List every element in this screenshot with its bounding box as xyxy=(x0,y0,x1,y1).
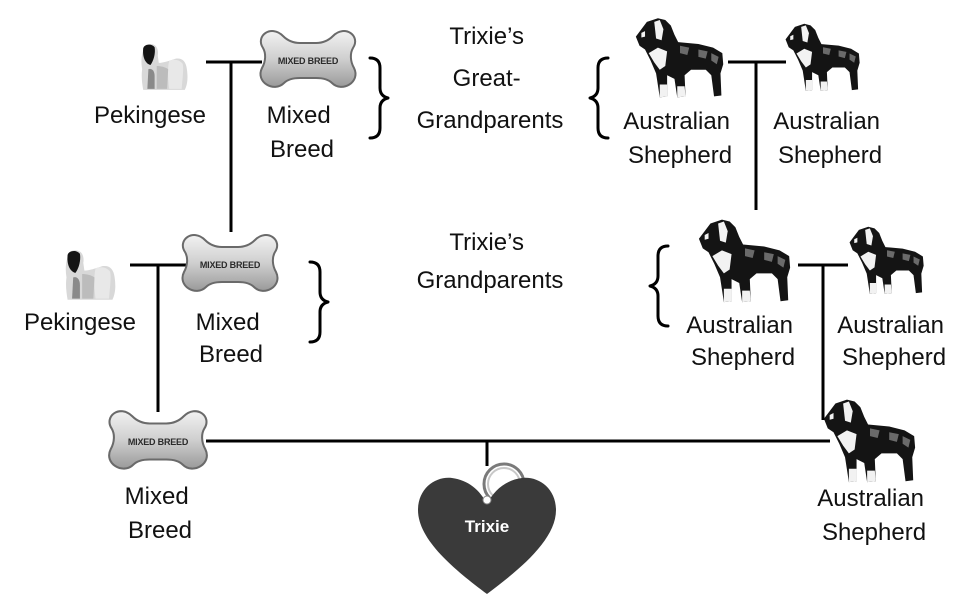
ggp-aussie-2: Australian Shepherd xyxy=(773,23,886,169)
parent-aussie-label-line2: Shepherd xyxy=(822,519,926,546)
ggp-aussie-2-label-line2: Shepherd xyxy=(778,142,882,169)
heart-tag-icon xyxy=(418,477,556,594)
brace-ggp-left xyxy=(368,56,390,140)
gp-aussie-1-label-line2: Shepherd xyxy=(691,344,795,371)
ggp-aussie-1-label-line2: Shepherd xyxy=(628,142,732,169)
parent-mixed-breed-label-line2: Breed xyxy=(128,517,192,544)
connector-lines xyxy=(130,60,848,466)
ggp-pekingese: Pekingese xyxy=(94,43,206,129)
gp-aussie-1: Australian Shepherd xyxy=(686,219,799,371)
great-grandparents-label: Trixie’s Great- Grandparents xyxy=(417,23,564,134)
brace-gp-left xyxy=(308,260,330,344)
gp-aussie-2: Australian Shepherd xyxy=(837,226,950,371)
ggp-aussie-1: Australian Shepherd xyxy=(623,18,736,169)
ggp-pekingese-label: Pekingese xyxy=(94,102,206,129)
parent-bone-tag-text: MIXED BREED xyxy=(128,437,189,447)
gp-aussie-2-label-line2: Shepherd xyxy=(842,344,946,371)
parent-mixed-breed: MIXED BREED Mixed Breed xyxy=(108,410,208,544)
ggp-aussie-2-label-line1: Australian xyxy=(773,108,880,135)
gp-bone-tag-text: MIXED BREED xyxy=(200,260,261,270)
gp-mixed-breed-label-line2: Breed xyxy=(199,341,263,368)
australian-shepherd-icon xyxy=(635,18,724,98)
brace-ggp-right xyxy=(588,56,610,140)
parent-aussie: Australian Shepherd xyxy=(817,399,930,546)
gp-mixed-breed-label: Mixed Breed xyxy=(196,309,267,368)
trixie-heart-tag: Trixie xyxy=(418,462,556,594)
pekingese-icon xyxy=(65,250,116,300)
gp-mixed-breed-label-line1: Mixed xyxy=(196,309,260,336)
parent-aussie-label: Australian Shepherd xyxy=(817,485,930,546)
grandparents-label-line2: Grandparents xyxy=(417,267,564,294)
australian-shepherd-icon xyxy=(823,399,916,483)
australian-shepherd-icon xyxy=(849,226,924,294)
tag-hole-icon xyxy=(482,495,492,505)
ggp-aussie-1-label-line1: Australian xyxy=(623,108,730,135)
gp-mixed-breed: MIXED BREED Mixed Breed xyxy=(181,234,279,368)
ggp-aussie-1-label: Australian Shepherd xyxy=(623,108,736,169)
great-grandparents-label-line1: Trixie’s xyxy=(449,23,524,50)
ggp-bone-tag-text: MIXED BREED xyxy=(278,56,339,66)
ggp-mixed-breed: MIXED BREED Mixed Breed xyxy=(259,30,357,163)
parent-mixed-breed-label-line1: Mixed xyxy=(125,483,189,510)
ggp-mixed-breed-label-line2: Breed xyxy=(270,136,334,163)
australian-shepherd-icon xyxy=(785,23,860,91)
gp-aussie-1-label-line1: Australian xyxy=(686,312,793,339)
ggp-mixed-breed-label-line1: Mixed xyxy=(267,102,331,129)
gp-aussie-1-label: Australian Shepherd xyxy=(686,312,799,371)
ggp-aussie-2-label: Australian Shepherd xyxy=(773,108,886,169)
grandparents-label: Trixie’s Grandparents xyxy=(417,229,564,294)
australian-shepherd-icon xyxy=(698,219,791,303)
gp-aussie-2-label-line1: Australian xyxy=(837,312,944,339)
trixie-name-label: Trixie xyxy=(465,517,509,536)
gp-aussie-2-label: Australian Shepherd xyxy=(837,312,950,371)
ggp-mixed-breed-label: Mixed Breed xyxy=(267,102,338,163)
great-grandparents-label-line3: Grandparents xyxy=(417,107,564,134)
great-grandparents-label-line2: Great- xyxy=(453,65,521,92)
grandparents-label-line1: Trixie’s xyxy=(449,229,524,256)
gp-pekingese: Pekingese xyxy=(24,250,136,336)
brace-gp-right xyxy=(648,244,670,328)
parent-mixed-breed-label: Mixed Breed xyxy=(125,483,196,544)
pekingese-icon xyxy=(141,43,188,90)
gp-pekingese-label: Pekingese xyxy=(24,309,136,336)
parent-aussie-label-line1: Australian xyxy=(817,485,924,512)
